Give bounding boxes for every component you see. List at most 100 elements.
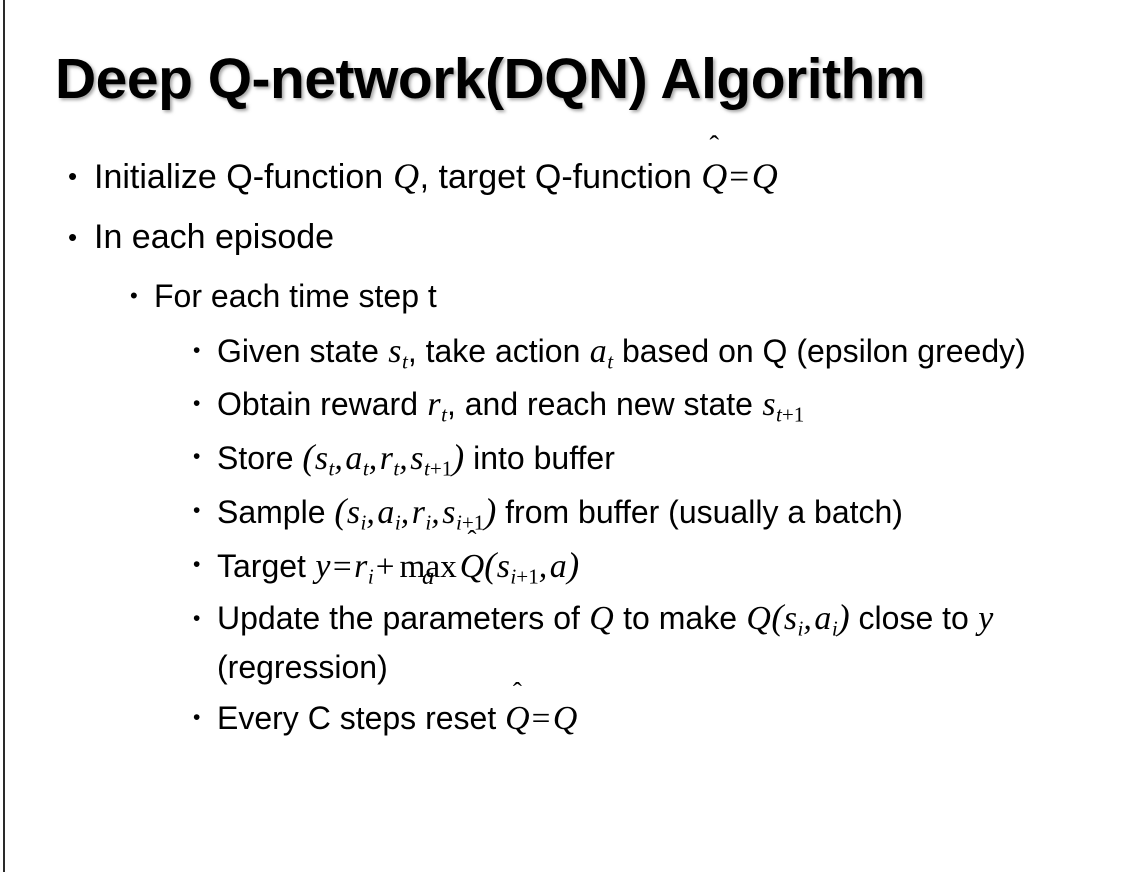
math-q: Q	[552, 700, 578, 737]
math-q-hat: ̂Q	[701, 146, 727, 206]
math-q-hat: ̂Q	[460, 541, 485, 593]
bullet-sample-from-buffer: • Sample (si,ai,ri,si+1) from buffer (us…	[0, 485, 1124, 539]
math-subscript: i	[367, 564, 374, 589]
math-s: s	[346, 494, 361, 531]
math-left-paren: (	[334, 491, 347, 531]
bullet-marker-icon: •	[193, 607, 201, 630]
math-subscript: i	[425, 510, 432, 535]
bullet-initialize-q-function: • Initialize Q-function Q, target Q-func…	[0, 146, 1124, 207]
math-right-paren: )	[837, 597, 850, 637]
bullet-target-equation: • Target y=ri+maxâQ(si+1,a)	[0, 539, 1124, 593]
math-a: a	[345, 440, 363, 477]
math-r: r	[411, 494, 425, 531]
math-q-base: Q	[701, 156, 728, 196]
text-fragment: into buffer	[464, 440, 615, 476]
math-comma: ,	[538, 548, 548, 585]
bullet-text: In each episode	[94, 218, 335, 256]
text-fragment: close to	[849, 600, 978, 636]
math-comma: ,	[334, 440, 343, 477]
math-comma: ,	[368, 440, 378, 477]
math-s: s	[388, 333, 402, 370]
math-s: s	[314, 440, 329, 477]
math-right-paren: )	[452, 437, 465, 477]
slide-body: • Initialize Q-function Q, target Q-func…	[0, 146, 1124, 745]
math-subscript: t	[362, 456, 369, 481]
bullet-marker-icon: •	[193, 445, 201, 468]
subscript-offset: +1	[781, 402, 805, 427]
text-fragment: Initialize Q-function	[94, 158, 393, 196]
math-right-paren: )	[567, 545, 580, 585]
math-a: a	[377, 494, 395, 531]
math-subscript: t	[441, 402, 447, 427]
math-left-paren: (	[771, 597, 784, 637]
math-comma: ,	[431, 494, 440, 531]
text-fragment: to make	[614, 600, 746, 636]
text-fragment: Target	[217, 548, 315, 584]
math-r: r	[379, 440, 393, 477]
math-equals: =	[332, 548, 352, 585]
max-label: max	[399, 548, 457, 585]
math-a: a	[549, 548, 567, 585]
bullet-text: For each time step t	[154, 278, 437, 314]
math-s: s	[410, 440, 424, 477]
math-subscript: i+1	[456, 510, 484, 534]
bullet-text: Obtain reward rt, and reach new state st…	[217, 378, 1097, 431]
subscript-offset: +1	[461, 510, 485, 535]
math-subscript: i	[797, 616, 804, 641]
math-y: y	[978, 600, 994, 637]
math-subscript: t	[401, 349, 408, 374]
bullet-marker-icon: •	[193, 339, 201, 362]
bullet-text: Every C steps reset ̂Q=Q	[217, 692, 1097, 745]
math-a: a	[814, 600, 832, 637]
math-comma: ,	[400, 494, 410, 531]
math-subscript: t	[607, 349, 614, 374]
bullet-text: Initialize Q-function Q, target Q-functi…	[94, 146, 1094, 207]
subscript-index: i	[455, 510, 462, 535]
math-equals: =	[531, 700, 551, 737]
math-subscript: t+1	[424, 456, 452, 480]
math-left-paren: (	[302, 437, 315, 477]
math-subscript: i	[394, 510, 401, 535]
bullet-marker-icon: •	[193, 392, 201, 415]
text-fragment: Store	[217, 440, 303, 476]
bullet-store-into-buffer: • Store (st,at,rt,st+1) into buffer	[0, 431, 1124, 485]
math-subscript: i	[831, 616, 838, 641]
math-left-paren: (	[484, 545, 497, 585]
subscript-index: i	[510, 564, 517, 589]
bullet-obtain-reward: • Obtain reward rt, and reach new state …	[0, 378, 1124, 431]
text-fragment: , target Q-function	[419, 158, 702, 196]
bullet-marker-icon: •	[193, 553, 201, 576]
subscript-offset: +1	[516, 564, 539, 589]
bullet-text: Update the parameters of Q to make Q(si,…	[217, 593, 1097, 692]
math-r: r	[427, 386, 441, 423]
math-q: Q	[746, 600, 771, 637]
math-s: s	[496, 548, 510, 585]
bullet-marker-icon: •	[193, 706, 201, 729]
text-fragment: (regression)	[217, 649, 388, 685]
bullet-update-parameters: • Update the parameters of Q to make Q(s…	[0, 593, 1124, 692]
subscript-index: t	[423, 456, 430, 481]
math-equals: =	[729, 156, 750, 196]
math-r: r	[354, 548, 368, 585]
math-q: Q	[589, 600, 614, 637]
max-subscript: a	[421, 562, 435, 590]
bullet-marker-icon: •	[68, 222, 78, 252]
text-fragment: Update the parameters of	[217, 600, 589, 636]
bullet-marker-icon: •	[68, 161, 78, 191]
math-q: Q	[751, 156, 778, 196]
bullet-marker-icon: •	[193, 499, 201, 522]
bullet-every-c-steps-reset: • Every C steps reset ̂Q=Q	[0, 692, 1124, 745]
math-subscript: i	[360, 510, 367, 535]
text-fragment: , take action	[407, 333, 590, 369]
bullet-text: Sample (si,ai,ri,si+1) from buffer (usua…	[217, 485, 1097, 539]
text-fragment: Given state	[217, 333, 388, 369]
bullet-for-each-time-step: • For each time step t	[0, 267, 1124, 325]
bullet-text: Given state st, take action at based on …	[217, 325, 1097, 378]
math-s: s	[783, 600, 798, 637]
math-a: a	[589, 333, 607, 370]
text-fragment: from buffer (usually a batch)	[496, 494, 903, 530]
page-title: Deep Q-network(DQN) Algorithm	[55, 47, 926, 111]
math-q-base: Q	[459, 548, 485, 585]
text-fragment: , and reach new state	[446, 386, 762, 422]
